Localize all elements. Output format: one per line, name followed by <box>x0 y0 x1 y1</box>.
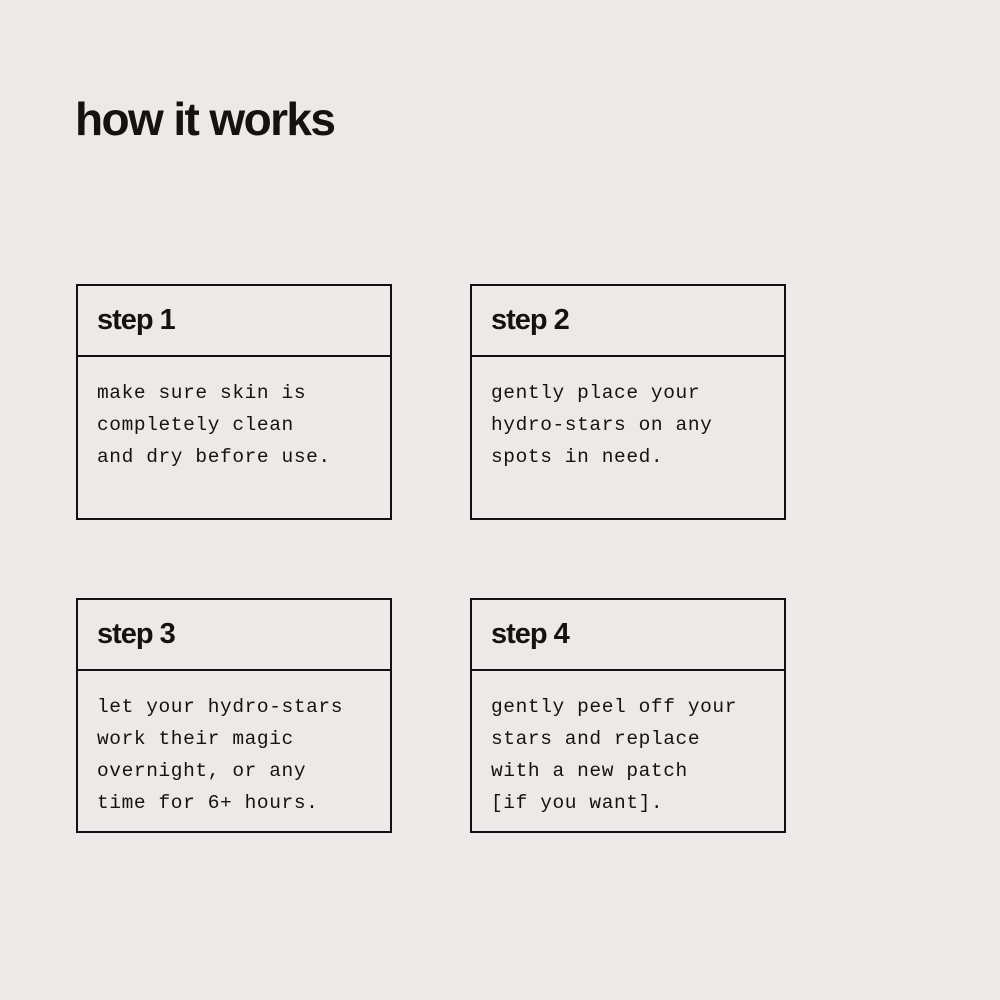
step-card-3-header: step 3 <box>78 600 390 671</box>
step-card-3: step 3 let your hydro-stars work their m… <box>76 598 392 833</box>
step-card-4-line-3: with a new patch <box>491 760 688 782</box>
step-card-4-body: gently peel off your stars and replace w… <box>472 671 784 831</box>
step-card-1-line-1: make sure skin is <box>97 382 307 404</box>
step-card-2: step 2 gently place your hydro-stars on … <box>470 284 786 520</box>
step-card-1-title: step 1 <box>97 304 176 336</box>
step-card-3-title: step 3 <box>97 618 176 650</box>
step-card-2-body: gently place your hydro-stars on any spo… <box>472 357 784 518</box>
step-card-1: step 1 make sure skin is completely clea… <box>76 284 392 520</box>
step-card-2-line-2: hydro-stars on any <box>491 414 713 436</box>
step-card-1-header: step 1 <box>78 286 390 357</box>
step-card-1-line-2: completely clean <box>97 414 294 436</box>
step-card-1-line-3: and dry before use. <box>97 446 331 468</box>
step-card-4-line-2: stars and replace <box>491 728 701 750</box>
step-card-3-line-2: work their magic <box>97 728 294 750</box>
step-card-3-line-3: overnight, or any <box>97 760 307 782</box>
step-card-4: step 4 gently peel off your stars and re… <box>470 598 786 833</box>
step-card-1-body: make sure skin is completely clean and d… <box>78 357 390 518</box>
step-card-4-title: step 4 <box>491 618 570 650</box>
step-card-3-line-4: time for 6+ hours. <box>97 792 319 814</box>
step-card-2-header: step 2 <box>472 286 784 357</box>
step-card-2-line-3: spots in need. <box>491 446 664 468</box>
step-card-3-line-1: let your hydro-stars <box>97 696 344 718</box>
steps-grid: step 1 make sure skin is completely clea… <box>76 284 786 833</box>
page-title: how it works <box>75 93 336 145</box>
step-card-2-title: step 2 <box>491 304 570 336</box>
step-card-4-header: step 4 <box>472 600 784 671</box>
step-card-4-line-1: gently peel off your <box>491 696 738 718</box>
step-card-2-line-1: gently place your <box>491 382 701 404</box>
step-card-3-body: let your hydro-stars work their magic ov… <box>78 671 390 831</box>
step-card-4-line-4: [if you want]. <box>491 792 664 814</box>
